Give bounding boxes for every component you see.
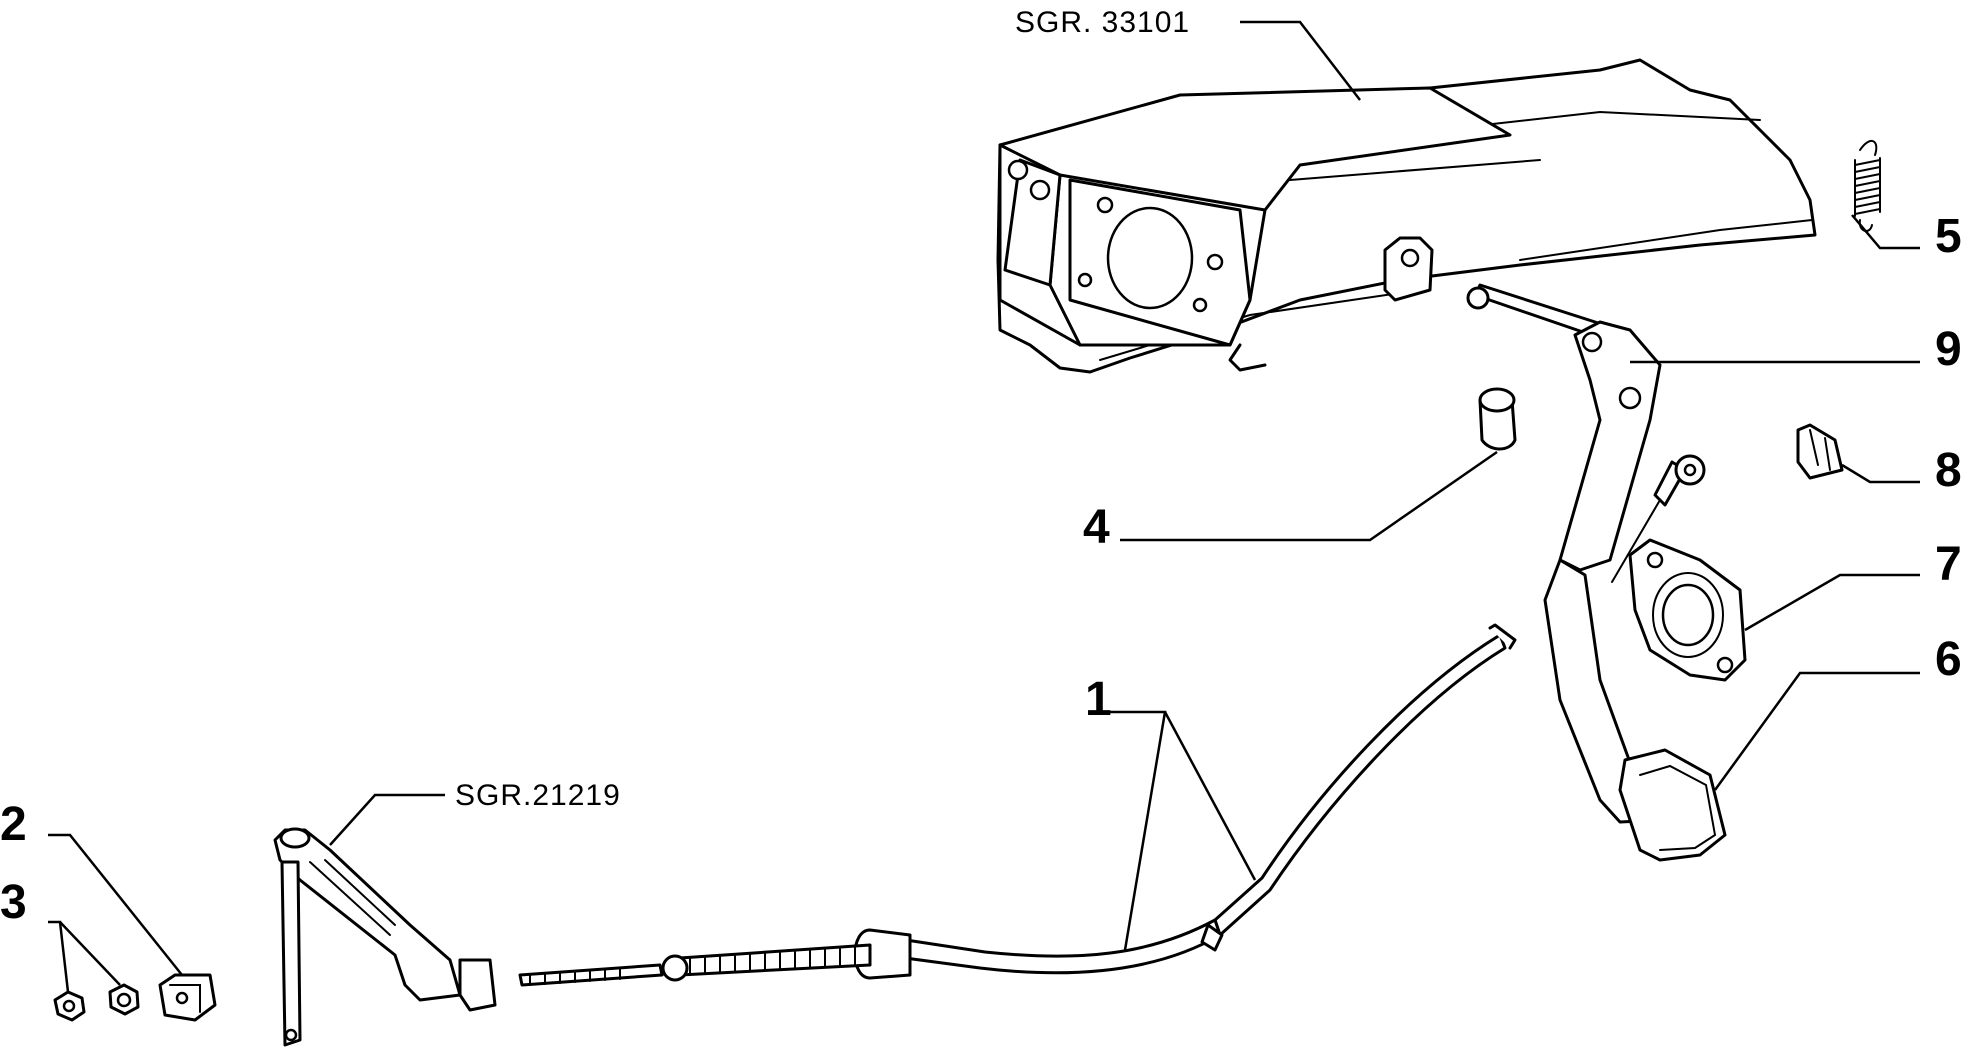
floor-ref-label: SGR. 33101 xyxy=(1015,6,1190,39)
lever-ref-label: SGR.21219 xyxy=(455,779,621,812)
pedal-bushing xyxy=(1478,387,1517,451)
clutch-cable xyxy=(518,623,1517,987)
retaining-clip xyxy=(1796,423,1844,480)
label-5: 5 xyxy=(1935,210,1962,263)
label-9: 9 xyxy=(1935,323,1962,376)
bracket-housing xyxy=(998,86,1512,372)
label-6: 6 xyxy=(1935,633,1962,686)
label-7: 7 xyxy=(1935,538,1962,591)
label-8: 8 xyxy=(1935,444,1962,497)
label-3: 3 xyxy=(0,876,27,929)
gasket-plate xyxy=(1628,538,1747,682)
cable-clip-2 xyxy=(158,973,217,1022)
label-1: 1 xyxy=(1085,673,1112,726)
release-lever xyxy=(273,827,497,1047)
nut-3b xyxy=(108,983,140,1016)
return-spring xyxy=(1854,140,1881,232)
leader-lines xyxy=(48,20,1920,993)
cable-end-eye xyxy=(1611,454,1706,583)
label-4: 4 xyxy=(1083,501,1110,554)
label-2: 2 xyxy=(0,798,27,851)
nut-3a xyxy=(53,990,86,1022)
pedal-pad-rubber xyxy=(1618,748,1727,862)
